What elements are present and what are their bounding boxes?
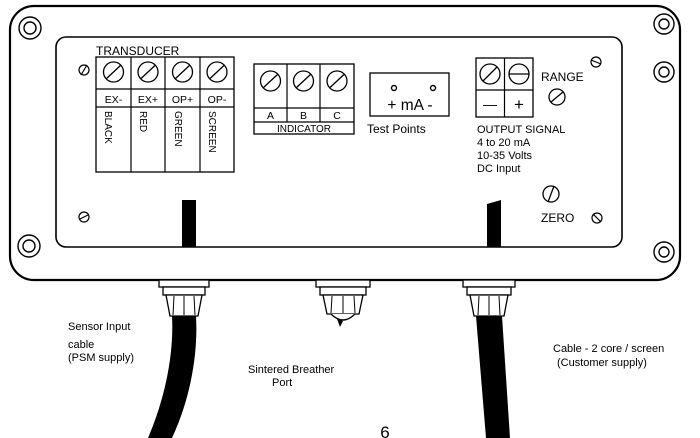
board-screw-top-left-icon [78,64,90,76]
indicator-screw-a-icon [259,70,282,92]
output-signal-line-1: OUTPUT SIGNAL [477,124,565,136]
indicator-terminal-c: C [333,110,341,122]
terminal-label-op-plus: OP+ [172,94,193,106]
wire-color-screen: SCREEN [206,111,217,153]
output-screw-minus-icon [479,63,501,85]
sensor-cable-gland [158,279,210,317]
wire-color-red: RED [137,111,148,132]
breather-pointer-arrow [337,319,343,327]
transducer-screw-3-icon [171,61,194,83]
test-point-plus-icon [390,84,398,92]
mounting-hole-top-right [653,13,675,35]
output-screw-plus-icon [508,63,530,85]
indicator-terminal-b: B [300,110,307,122]
test-point-minus-icon [429,84,437,92]
transducer-screw-2-icon [137,61,159,83]
output-plus-sign: + [514,95,524,114]
output-cable-label-1: Cable - 2 core / screen [553,343,664,355]
board-screw-bottom-left-icon [78,211,90,223]
breather-label-2: Port [272,377,292,389]
output-minus-sign: — [483,96,497,112]
board-screw-top-right-icon [590,56,602,68]
indicator-terminal-a: A [267,110,274,122]
output-cable-label-2: (Customer supply) [557,357,647,369]
transducer-screw-1-icon [102,61,125,83]
page-number: 6 [380,423,389,438]
output-signal-line-4: DC Input [477,163,520,175]
zero-label: ZERO [541,211,574,225]
transducer-title: TRANSDUCER [96,44,180,58]
sensor-input-label-1: Sensor Input [68,321,130,333]
sensor-input-label-3: (PSM supply) [68,352,134,364]
breather-port-gland [315,279,371,321]
breather-label-1: Sintered Breather [248,364,335,376]
zero-potentiometer-icon [542,185,560,203]
output-cable [476,316,510,438]
indicator-screw-b-icon [292,70,315,92]
terminal-label-ex-plus: EX+ [138,94,158,106]
wire-color-green: GREEN [172,111,183,147]
mounting-hole-bottom-right [653,241,675,263]
board-screw-bottom-right-icon [591,212,603,224]
sensor-input-cable [148,316,197,438]
mounting-hole-right [653,61,675,83]
transducer-screw-4-icon [206,61,228,83]
range-potentiometer-icon [548,88,566,106]
indicator-screw-c-icon [326,70,348,92]
sensor-cable-slot [182,200,196,247]
test-points-label: Test Points [367,122,426,136]
test-points-symbol: + mA - [387,97,432,114]
mounting-hole-top-left [18,16,42,40]
sensor-input-label-2: cable [68,339,94,351]
mounting-hole-bottom-left [17,234,41,258]
terminal-label-op-minus: OP- [208,94,227,106]
output-signal-line-2: 4 to 20 mA [477,137,531,149]
output-cable-slot [487,200,501,247]
output-signal-line-3: 10-35 Volts [477,150,533,162]
range-label: RANGE [541,70,584,84]
indicator-title: INDICATOR [277,124,331,135]
terminal-label-ex-minus: EX- [105,94,123,106]
wire-color-black: BLACK [102,111,113,144]
output-cable-gland [462,279,516,317]
test-points-box [369,72,450,117]
